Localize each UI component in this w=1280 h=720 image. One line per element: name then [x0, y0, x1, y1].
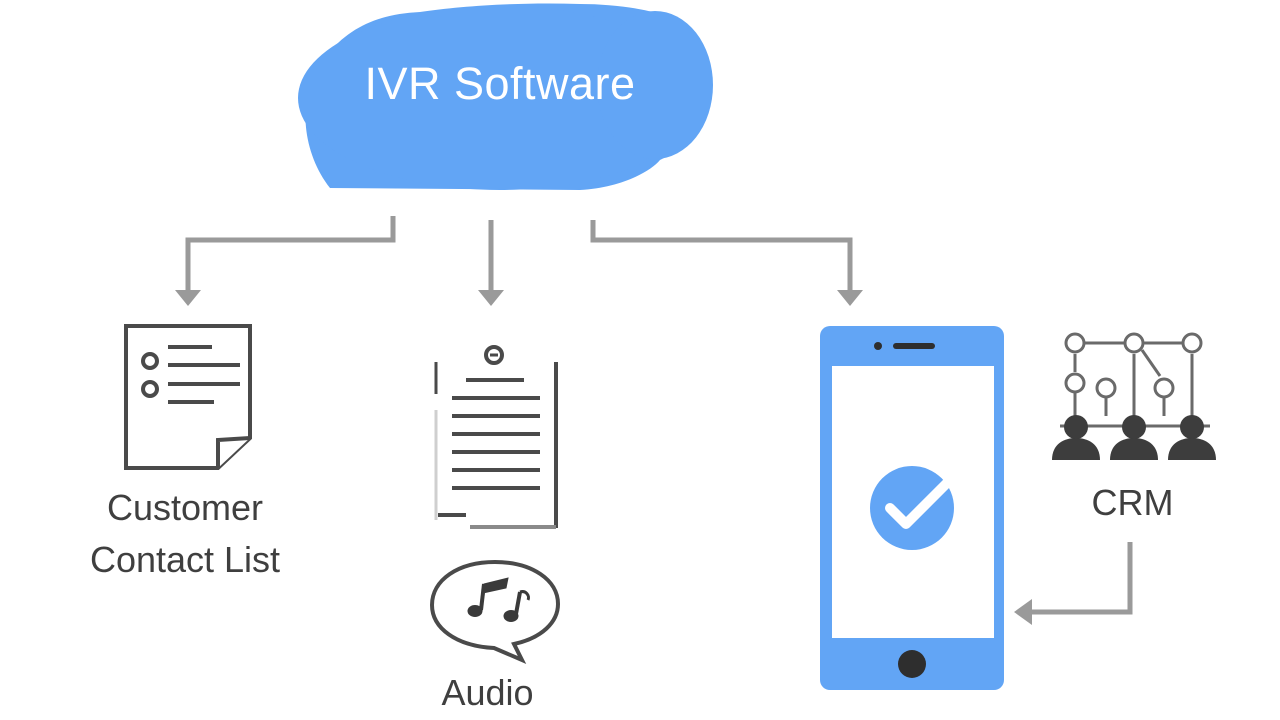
contact-list-label: Customer Contact List	[89, 487, 281, 580]
music-speech-bubble-icon	[429, 559, 561, 664]
arrow-crm-to-phone	[1028, 542, 1133, 615]
checkmark-icon	[870, 466, 955, 550]
cloud-icon	[298, 3, 713, 191]
arrowhead-phone	[837, 290, 863, 306]
document-icon	[124, 324, 252, 470]
cloud-title: IVR Software	[364, 58, 636, 109]
arrowhead-contact-list	[175, 290, 201, 306]
arrowheads	[175, 290, 1032, 625]
audio-document-icon	[434, 345, 558, 529]
arrow-to-contact-list	[185, 216, 396, 292]
arrow-to-phone	[590, 220, 853, 292]
arrowhead-crm-phone	[1014, 599, 1032, 625]
network-people-icon	[1052, 332, 1216, 460]
arrows	[185, 216, 1133, 615]
arrowhead-audio	[478, 290, 504, 306]
crm-label: CRM	[1091, 482, 1174, 523]
audio-label: Audio	[441, 672, 534, 713]
